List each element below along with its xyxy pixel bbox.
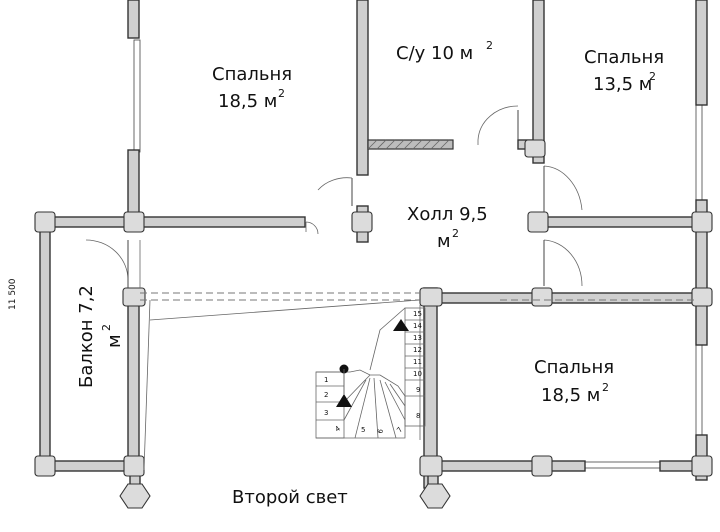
stair-arrow-lower bbox=[336, 394, 352, 407]
wall-right-mid bbox=[695, 199, 708, 346]
step-number: 15 bbox=[413, 310, 422, 318]
log-corner bbox=[527, 211, 549, 233]
step-number: 14 bbox=[413, 322, 422, 330]
step-number: 8 bbox=[416, 412, 420, 420]
dimension-label: 11 500 bbox=[8, 278, 18, 310]
wall-bedroom-bath bbox=[356, 0, 369, 176]
wall-h1-left bbox=[39, 216, 306, 228]
wall-h1-right bbox=[539, 216, 706, 228]
step-number: 6 bbox=[376, 428, 385, 435]
bath-partition bbox=[367, 139, 454, 150]
wall-left-upper bbox=[127, 0, 140, 39]
unit-sup: 2 bbox=[602, 381, 609, 394]
room-area-hall: м bbox=[437, 231, 451, 252]
log-corner bbox=[34, 211, 56, 233]
room-label-balcony: Балкон 7,2 bbox=[76, 285, 97, 388]
wall-right-top bbox=[695, 0, 708, 106]
step-number: 2 bbox=[324, 391, 328, 399]
log-corner bbox=[419, 287, 443, 307]
step-number: 4 bbox=[334, 424, 343, 433]
wall-bedroom-south-a bbox=[423, 460, 586, 472]
step-number: 7 bbox=[395, 426, 404, 435]
log-corner bbox=[691, 455, 713, 477]
step-number: 9 bbox=[416, 386, 420, 394]
room-name-bedroom-top-right: Спальня bbox=[584, 47, 664, 68]
step-number: 10 bbox=[413, 370, 422, 378]
room-label-second-light: Второй свет bbox=[232, 487, 348, 508]
room-area-bedroom-bottom-right: 18,5 м bbox=[541, 385, 600, 406]
log-corner-tip-right bbox=[419, 483, 451, 509]
room-area-bedroom-top-right: 13,5 м bbox=[593, 74, 652, 95]
windows bbox=[43, 39, 703, 469]
log-corner-tip-left bbox=[119, 483, 151, 509]
staircase: 15 14 13 12 11 10 9 8 7 6 5 4 1 2 3 bbox=[315, 307, 426, 439]
doors bbox=[85, 105, 583, 288]
log-corner bbox=[531, 455, 553, 477]
step-number: 5 bbox=[361, 426, 365, 434]
unit-sup: 2 bbox=[100, 324, 113, 331]
log-corner bbox=[34, 455, 56, 477]
window-right-bedroom-bottom bbox=[695, 339, 703, 441]
log-corner bbox=[351, 211, 373, 233]
step-number: 13 bbox=[413, 334, 422, 342]
room-labels: Спальня 18,5 м 2 С/у 10 м 2 Спальня 13,5… bbox=[76, 39, 664, 508]
unit-sup: 2 bbox=[278, 87, 285, 100]
log-corner bbox=[419, 455, 443, 477]
log-corner bbox=[531, 287, 553, 307]
wall-bath-bedroom bbox=[532, 0, 545, 164]
outlines bbox=[139, 222, 696, 471]
room-label-bathroom: С/у 10 м bbox=[396, 43, 473, 64]
log-corners bbox=[34, 139, 713, 509]
step-number: 3 bbox=[324, 409, 328, 417]
window-right-bedroom-top bbox=[695, 104, 703, 206]
room-area-balcony: м bbox=[104, 334, 125, 348]
step-number: 12 bbox=[413, 346, 422, 354]
step-number: 11 bbox=[413, 358, 422, 366]
window-bottom-bedroom bbox=[584, 461, 661, 469]
wall-balcony-west bbox=[39, 226, 51, 463]
log-corner bbox=[691, 287, 713, 307]
unit-sup: 2 bbox=[486, 39, 493, 52]
stair-arrow-up bbox=[393, 319, 409, 331]
room-name-bedroom-top-left: Спальня bbox=[212, 64, 292, 85]
log-corner bbox=[123, 211, 145, 233]
log-corner bbox=[691, 211, 713, 233]
unit-sup: 2 bbox=[649, 70, 656, 83]
wall-inner-left bbox=[127, 304, 140, 466]
log-corner bbox=[122, 287, 146, 307]
step-number: 1 bbox=[324, 376, 328, 384]
unit-sup: 2 bbox=[452, 227, 459, 240]
log-corner bbox=[524, 139, 546, 158]
room-label-hall: Холл 9,5 bbox=[407, 204, 488, 225]
room-area-bedroom-top-left: 18,5 м bbox=[218, 91, 277, 112]
window-left-bedroom bbox=[133, 39, 141, 153]
log-corner bbox=[123, 455, 145, 477]
wall-h2-right bbox=[429, 292, 707, 304]
room-name-bedroom-bottom-right: Спальня bbox=[534, 357, 614, 378]
dimension-height: 11 500 bbox=[8, 278, 18, 310]
